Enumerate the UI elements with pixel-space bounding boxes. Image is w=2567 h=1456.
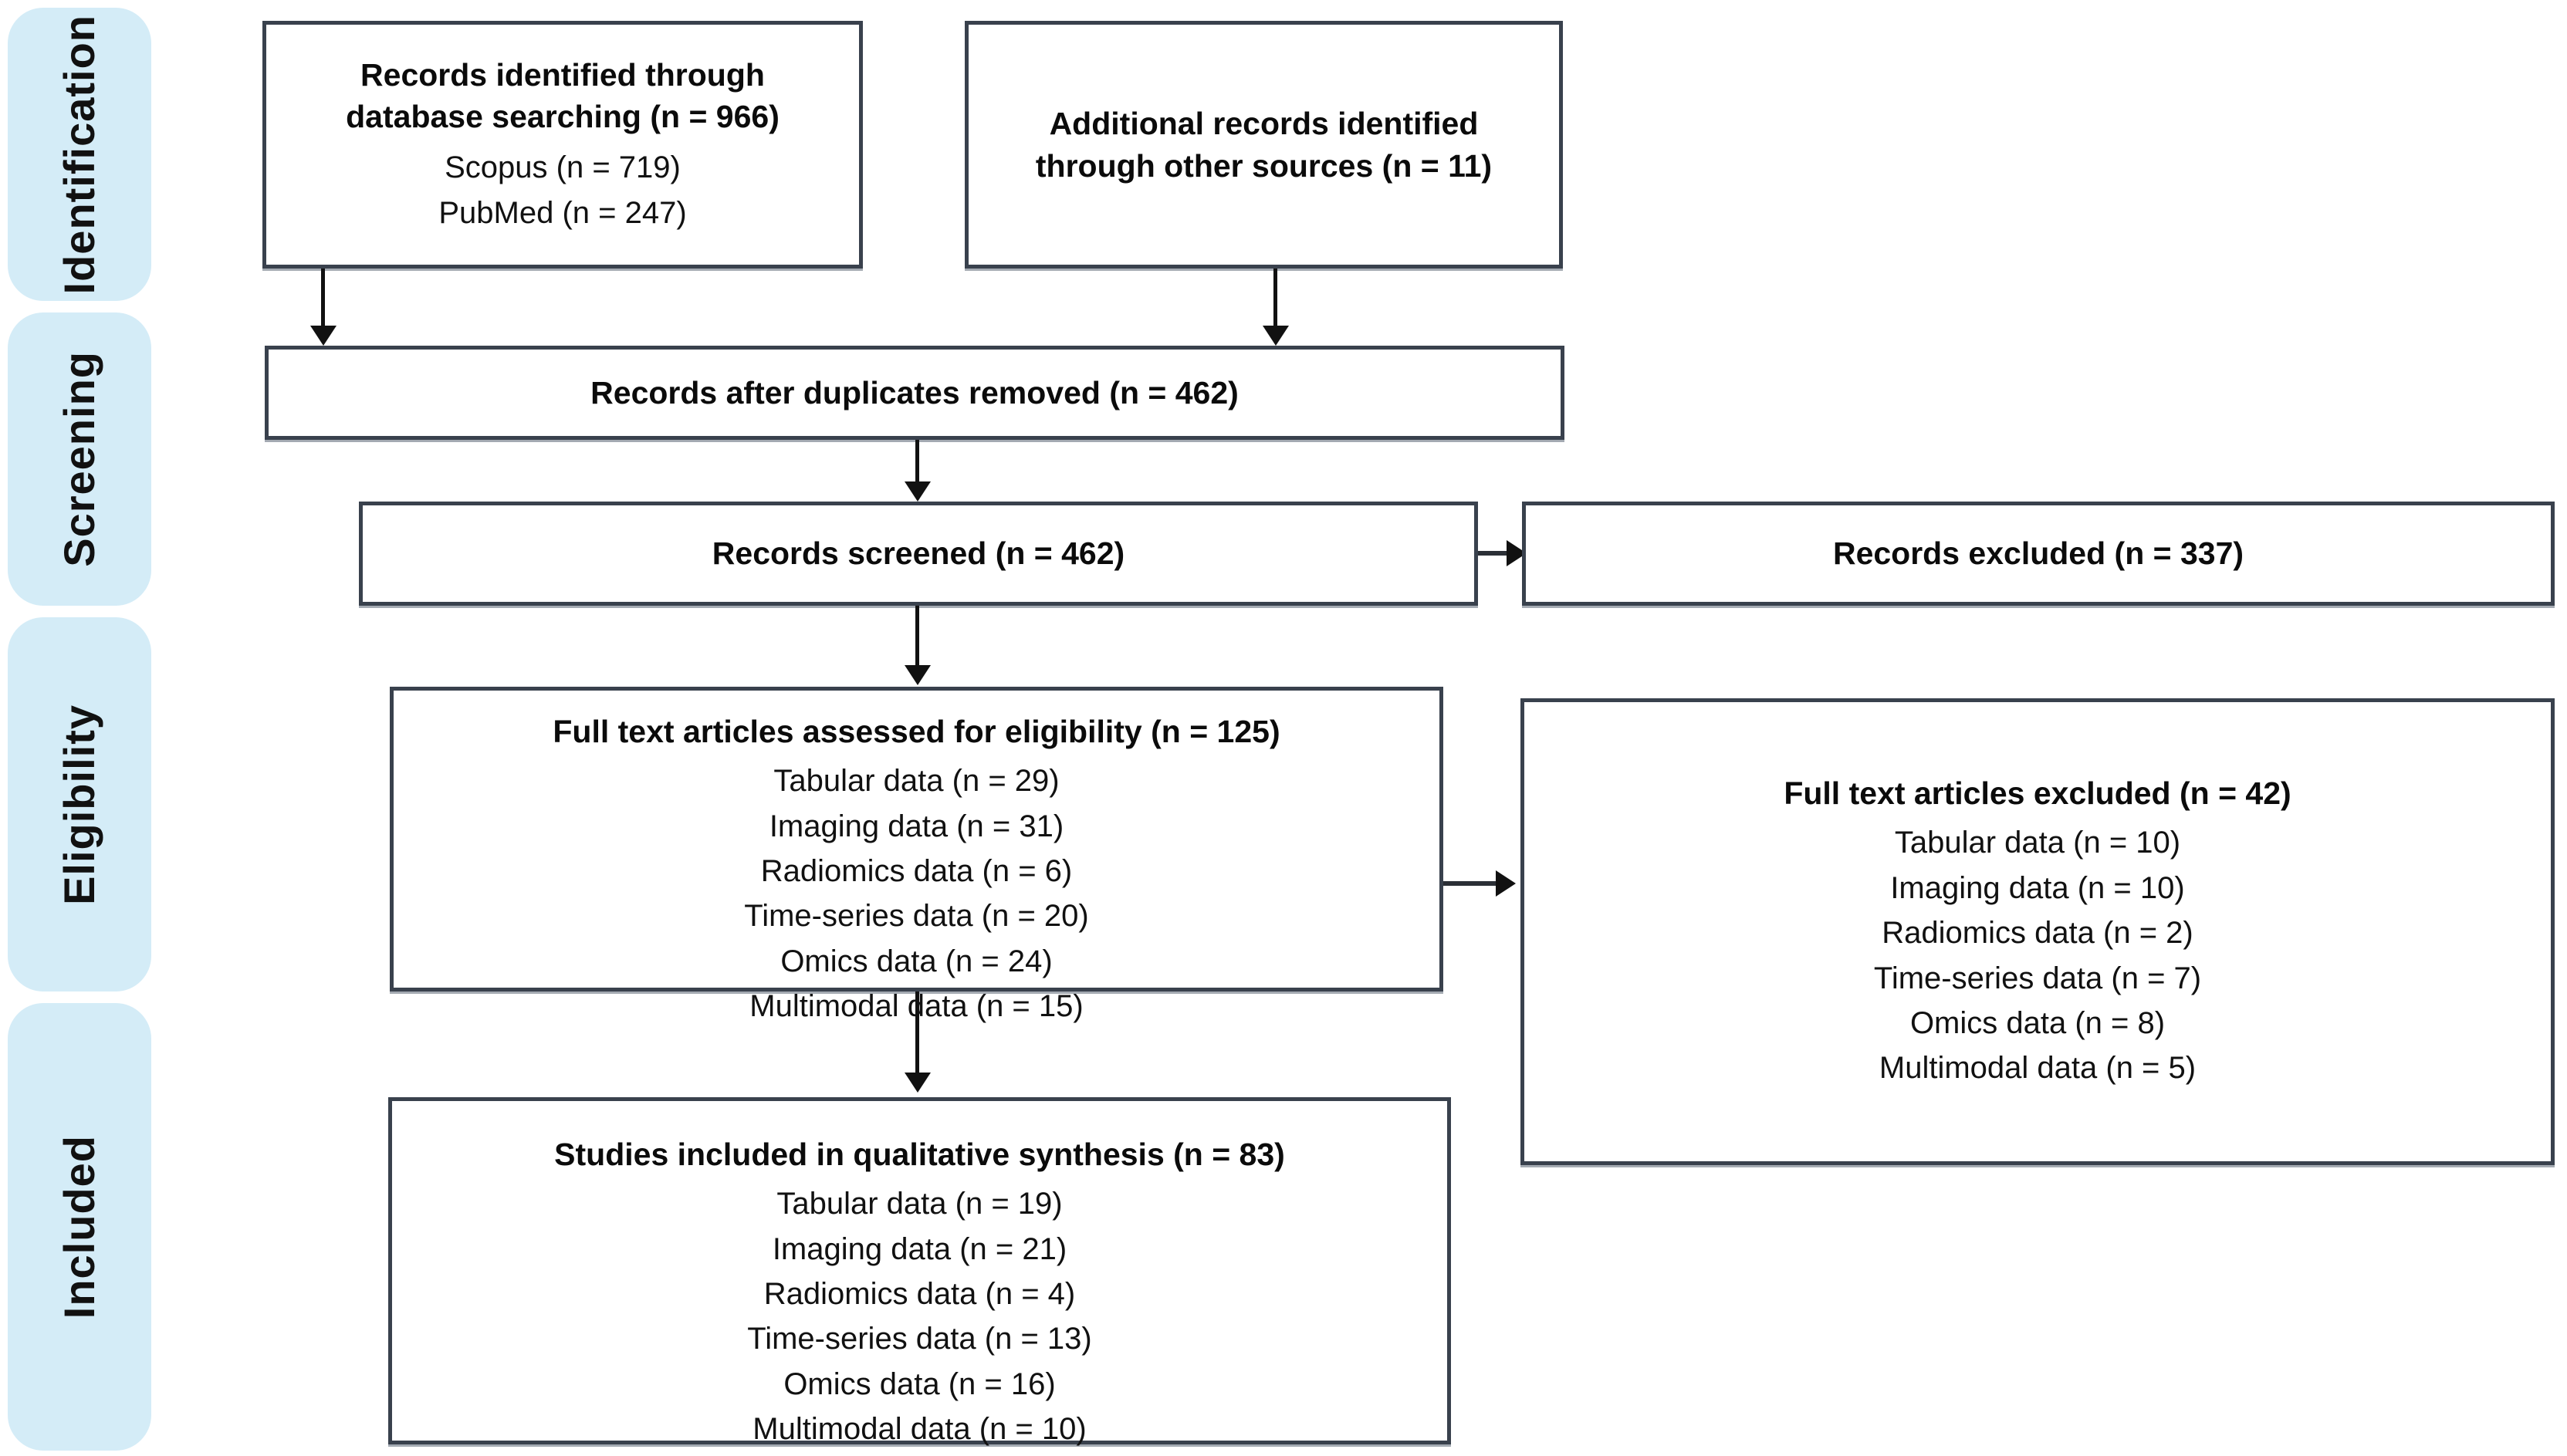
list-item: Time-series data (n = 7)	[1873, 961, 2202, 995]
box-duplicates-removed: Records after duplicates removed (n = 46…	[265, 346, 1564, 440]
box-additional-records-title: Additional records identified through ot…	[1035, 106, 1493, 184]
box-duplicates-removed-title: Records after duplicates removed (n = 46…	[590, 374, 1239, 410]
connector-identified-to-duplicates	[321, 269, 325, 329]
list-item: Time-series data (n = 20)	[744, 899, 1089, 934]
list-item: Imaging data (n = 21)	[772, 1231, 1067, 1266]
list-item: Radiomics data (n = 6)	[760, 853, 1073, 888]
phase-label-identification: Identification	[55, 14, 103, 295]
connector-eligibility-to-included	[915, 991, 919, 1075]
list-item: PubMed (n = 247)	[438, 195, 687, 230]
phase-label-eligibility: Eligibility	[55, 704, 103, 905]
arrowhead-down-icon	[310, 326, 337, 346]
list-item: Tabular data (n = 19)	[776, 1187, 1063, 1221]
box-studies-included: Studies included in qualitative synthesi…	[388, 1097, 1451, 1446]
arrowhead-right-icon	[1496, 870, 1516, 897]
box-fulltext-excluded: Full text articles excluded (n = 42) Tab…	[1520, 698, 2555, 1165]
box-fulltext-excluded-list: Tabular data (n = 10) Imaging data (n = …	[1874, 820, 2201, 1090]
phase-label-included: Included	[55, 1134, 103, 1319]
phase-stripe-screening: Screening	[8, 312, 151, 606]
box-records-identified-title: Records identified through database sear…	[346, 57, 780, 135]
list-item: Omics data (n = 8)	[1909, 1005, 2166, 1040]
box-fulltext-assessed-list: Tabular data (n = 29) Imaging data (n = …	[744, 758, 1088, 1029]
phase-stripe-identification: Identification	[8, 8, 151, 301]
box-records-excluded: Records excluded (n = 337)	[1522, 502, 2555, 606]
box-records-screened: Records screened (n = 462)	[359, 502, 1478, 606]
box-studies-included-title: Studies included in qualitative synthesi…	[554, 1137, 1285, 1172]
arrowhead-down-icon	[905, 665, 931, 685]
list-item: Tabular data (n = 10)	[1894, 826, 2181, 860]
connector-screened-to-eligibility	[915, 606, 919, 667]
list-item: Imaging data (n = 31)	[769, 809, 1064, 843]
connector-duplicates-to-screened	[915, 440, 919, 485]
box-records-identified: Records identified through database sear…	[262, 21, 863, 269]
list-item: Time-series data (n = 13)	[747, 1322, 1092, 1356]
box-studies-included-list: Tabular data (n = 19) Imaging data (n = …	[747, 1181, 1091, 1451]
list-item: Scopus (n = 719)	[445, 150, 681, 185]
list-item: Radiomics data (n = 4)	[763, 1276, 1076, 1311]
list-item: Omics data (n = 16)	[783, 1366, 1056, 1401]
phase-stripe-included: Included	[8, 1003, 151, 1451]
list-item: Tabular data (n = 29)	[773, 764, 1060, 799]
arrowhead-down-icon	[1263, 326, 1289, 346]
connector-eligibility-to-fulltext-excluded	[1443, 881, 1499, 886]
arrowhead-down-icon	[905, 1073, 931, 1093]
connector-additional-to-duplicates	[1273, 269, 1277, 329]
box-fulltext-assessed: Full text articles assessed for eligibil…	[390, 687, 1443, 1023]
phase-label-screening: Screening	[55, 351, 103, 567]
list-item: Radiomics data (n = 2)	[1882, 916, 2193, 951]
box-records-identified-list: Scopus (n = 719) PubMed (n = 247)	[438, 145, 686, 235]
box-fulltext-assessed-title: Full text articles assessed for eligibil…	[553, 714, 1280, 749]
box-records-screened-title: Records screened (n = 462)	[712, 535, 1125, 572]
box-fulltext-excluded-title: Full text articles excluded (n = 42)	[1784, 775, 2291, 812]
phase-stripe-eligibility: Eligibility	[8, 617, 151, 991]
list-item: Multimodal data (n = 5)	[1879, 1051, 2197, 1086]
box-additional-records: Additional records identified through ot…	[965, 21, 1563, 269]
list-item: Omics data (n = 24)	[780, 944, 1053, 978]
arrowhead-down-icon	[905, 481, 931, 502]
list-item: Multimodal data (n = 10)	[753, 1412, 1087, 1447]
connector-screened-to-excluded	[1478, 551, 1512, 556]
list-item: Imaging data (n = 10)	[1890, 870, 2185, 905]
box-records-excluded-title: Records excluded (n = 337)	[1832, 535, 2244, 572]
